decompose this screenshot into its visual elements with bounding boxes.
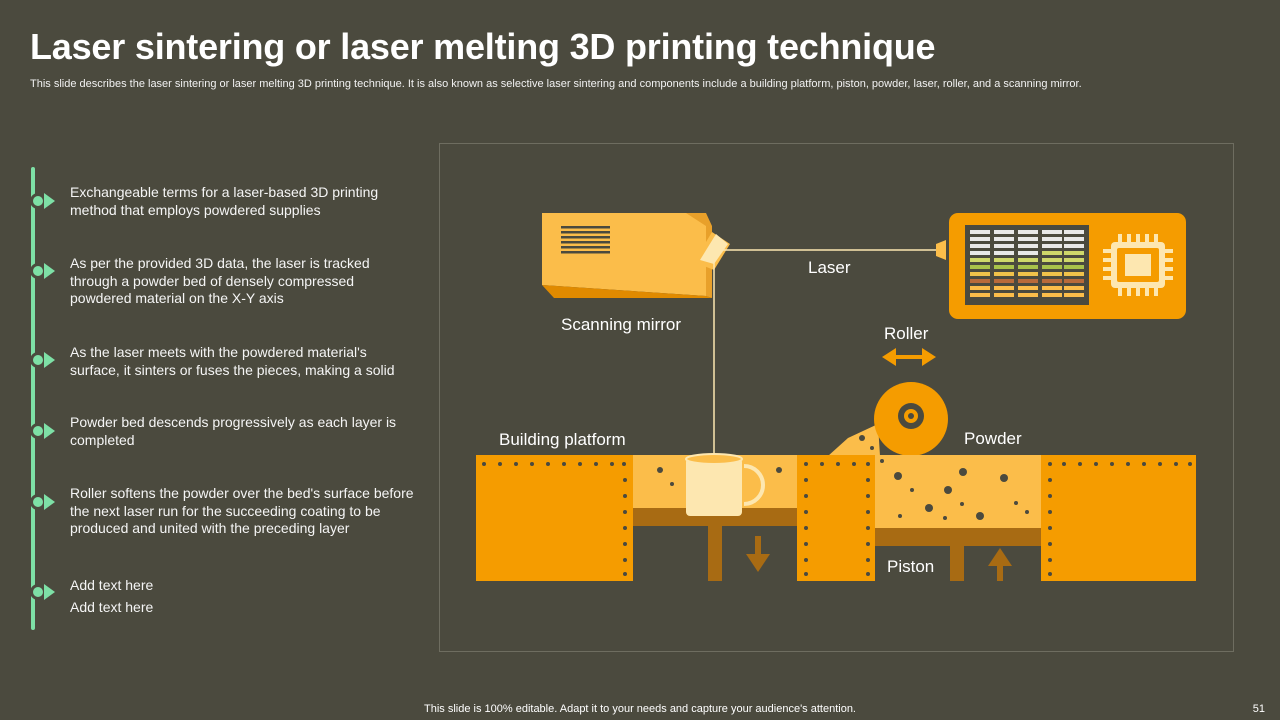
bullet-text: Roller softens the powder over the bed's… <box>70 485 414 536</box>
timeline-line <box>31 167 35 630</box>
laser-display-grid <box>970 230 1084 297</box>
roller <box>828 382 948 456</box>
footer-note: This slide is 100% editable. Adapt it to… <box>424 703 856 715</box>
label-laser: Laser <box>808 258 851 277</box>
bullet-arrow-icon <box>44 423 55 439</box>
slide-title: Laser sintering or laser melting 3D prin… <box>30 26 936 67</box>
cup-icon <box>685 453 765 516</box>
bullet-text: Add text here Add text here <box>70 577 154 615</box>
diagram-frame <box>439 143 1234 652</box>
label-building-platform: Building platform <box>499 430 626 449</box>
bullet-arrow-icon <box>44 193 55 209</box>
down-arrow-icon <box>746 536 770 572</box>
label-piston: Piston <box>887 557 935 576</box>
center-wall <box>797 455 875 581</box>
page-number: 51 <box>1252 703 1265 715</box>
laser-device <box>936 213 1186 319</box>
label-roller: Roller <box>884 324 929 343</box>
chip-icon <box>1103 234 1173 296</box>
bullet-text: As the laser meets with the powdered mat… <box>70 344 395 378</box>
scanning-mirror-unit <box>542 213 730 298</box>
bullet-arrow-icon <box>44 352 55 368</box>
bullet-arrow-icon <box>44 494 55 510</box>
powder-bed <box>875 455 1041 581</box>
bullet-text: As per the provided 3D data, the laser i… <box>70 255 370 306</box>
up-arrow-icon <box>988 548 1012 581</box>
slide-subtitle: This slide describes the laser sintering… <box>30 78 1082 90</box>
double-arrow-icon <box>882 348 936 366</box>
bullet-arrow-icon <box>44 263 55 279</box>
label-scanning-mirror: Scanning mirror <box>561 315 681 334</box>
building-platform <box>476 455 797 581</box>
label-powder: Powder <box>964 429 1022 448</box>
bullet-arrow-icon <box>44 584 55 600</box>
bullet-text: Powder bed descends progressively as eac… <box>70 414 397 448</box>
bullet-text: Exchangeable terms for a laser-based 3D … <box>70 184 379 218</box>
right-wall <box>1041 455 1196 581</box>
